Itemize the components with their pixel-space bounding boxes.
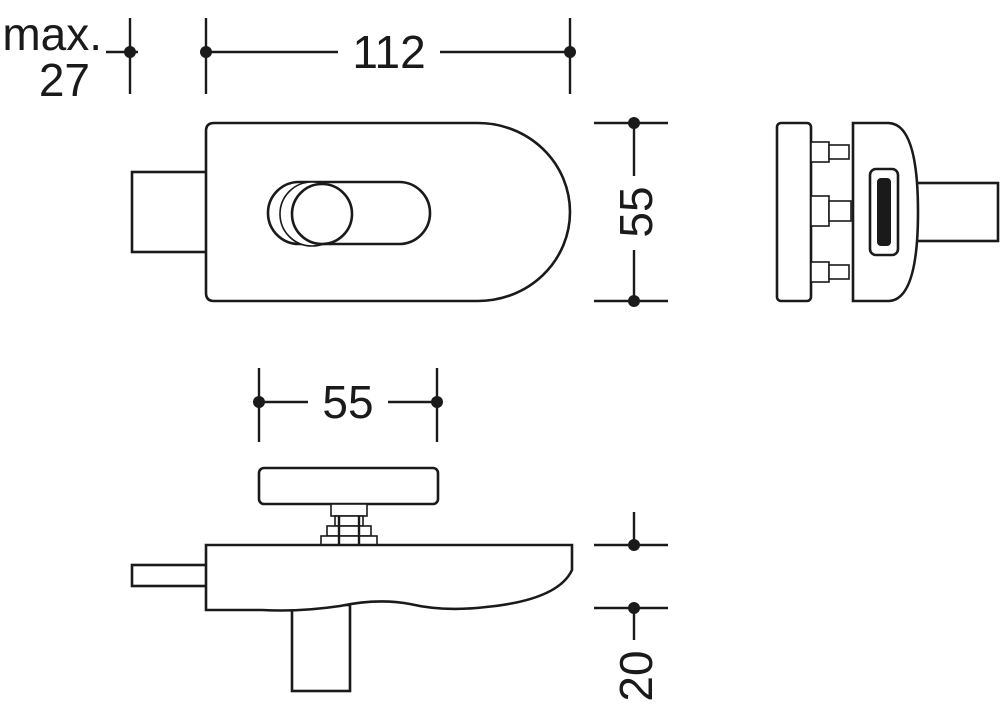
- width-top-value: 112: [352, 26, 425, 78]
- plan-knob: [290, 603, 352, 693]
- side-pin-top-base: [810, 141, 830, 163]
- height-dimension-right: 55: [594, 117, 668, 307]
- width-dimension-bottom: 55: [253, 368, 443, 442]
- plan-cover-plate: [257, 466, 440, 506]
- plan-connector-base: [320, 535, 378, 546]
- height-right-value: 55: [610, 186, 662, 237]
- side-pin-top: [828, 144, 850, 160]
- side-pin-bottom: [828, 264, 850, 280]
- plan-bolt: [130, 563, 212, 588]
- plan-connector-top: [330, 503, 368, 517]
- side-bolt: [913, 181, 1000, 243]
- thickness-value: 27: [39, 54, 90, 106]
- max-label: max.: [2, 8, 102, 60]
- width-bottom-dot-left: [253, 396, 265, 408]
- side-pin-bottom-base: [810, 261, 830, 283]
- height-right-dot-bottom: [628, 295, 640, 307]
- side-thumb-turn-inner: [877, 178, 891, 246]
- width-bottom-value: 55: [322, 376, 373, 428]
- side-pin-middle-base: [810, 195, 830, 227]
- plan-view: [130, 466, 574, 693]
- depth-value: 20: [610, 650, 662, 701]
- depth-dot-bottom: [628, 602, 640, 614]
- side-view: [775, 121, 1000, 303]
- width-top-dot-right: [564, 46, 576, 58]
- depth-dot-top: [628, 539, 640, 551]
- plan-connector-lower: [326, 525, 372, 537]
- front-knob: [290, 182, 354, 246]
- front-view: [130, 121, 572, 303]
- depth-dimension-bottom: 20: [594, 512, 668, 702]
- side-cover-plate: [775, 121, 813, 303]
- width-dimension-top: 112: [200, 18, 576, 94]
- thickness-arrow-dot: [124, 46, 136, 58]
- thickness-dimension: max. 27: [2, 8, 138, 106]
- side-pin-middle: [828, 200, 852, 222]
- plan-body: [204, 543, 574, 612]
- width-top-dot-left: [200, 46, 212, 58]
- height-right-dot-top: [628, 117, 640, 129]
- width-bottom-dot-right: [431, 396, 443, 408]
- front-bolt: [130, 170, 212, 254]
